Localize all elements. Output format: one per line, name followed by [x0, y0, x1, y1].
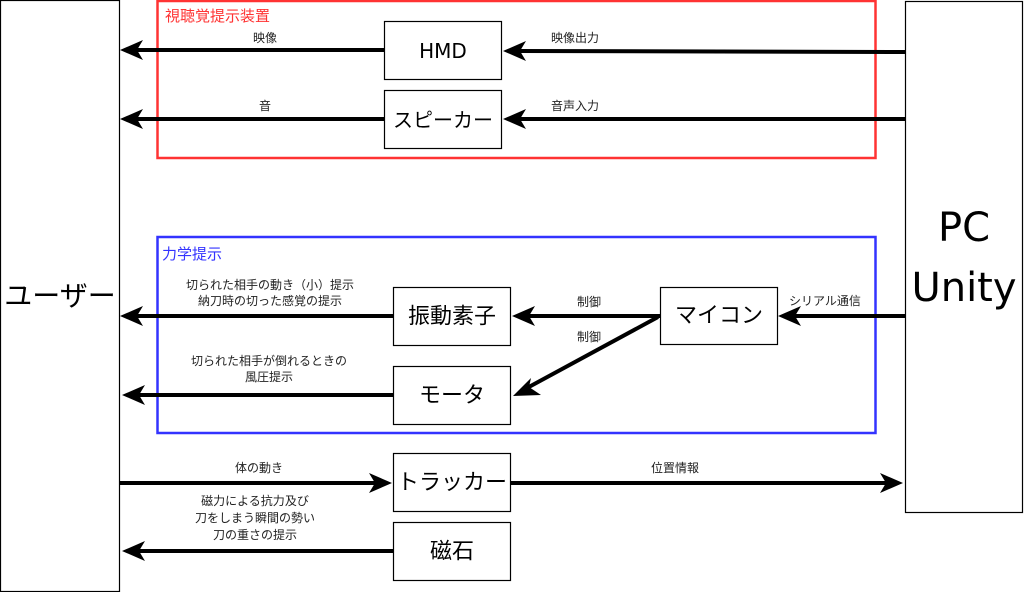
label-pc-to-mcu: シリアル通信 [789, 294, 861, 308]
arrowhead [503, 109, 526, 129]
node-vibration-element[interactable]: 振動素子 [392, 286, 512, 347]
node-tracker-label: トラッカー [397, 471, 507, 496]
label-hmd-to-user: 映像 [253, 31, 277, 45]
node-unity-label: Unity [911, 265, 1016, 311]
node-speaker[interactable]: スピーカー [383, 89, 503, 150]
label-vibration-to-user-line2: 納刀時の切った感覚の提示 [198, 293, 342, 308]
label-magnet-to-user-line1: 磁力による抗力及び [201, 493, 309, 508]
node-tracker[interactable]: トラッカー [392, 452, 512, 513]
node-user[interactable]: ユーザー [0, 0, 121, 592]
arrowhead [513, 378, 541, 396]
label-pc-to-speaker: 音声入力 [551, 98, 599, 113]
edge-pc-to-hmd [517, 49, 906, 54]
label-pc-to-hmd: 映像出力 [551, 31, 599, 45]
node-vibration-label: 振動素子 [408, 305, 496, 330]
arrowhead [880, 473, 903, 493]
arrowhead [120, 109, 143, 129]
label-magnet-to-user-line2: 刀をしまう瞬間の勢い [195, 510, 315, 525]
label-user-to-tracker: 体の動き [235, 461, 283, 475]
arrowhead [120, 306, 143, 326]
node-user-label: ユーザー [4, 280, 115, 313]
arrowhead [369, 473, 392, 493]
arrowhead [512, 306, 535, 326]
arrowhead [503, 41, 526, 61]
arrowhead [122, 385, 145, 405]
label-speaker-to-user: 音 [259, 98, 271, 113]
label-mcu-to-motor: 制御 [577, 329, 601, 344]
arrowhead [120, 40, 143, 60]
arrowhead [122, 541, 145, 561]
haptic-presentation-group [156, 235, 877, 435]
node-microcontroller[interactable]: マイコン [659, 286, 779, 346]
av-presentation-group-title: 視聴覚提示装置 [165, 7, 270, 25]
edge-mcu-to-motor [526, 315, 659, 390]
node-pc-label: PC [938, 205, 990, 251]
node-mcu-label: マイコン [675, 304, 763, 329]
node-magnet[interactable]: 磁石 [392, 521, 512, 582]
node-motor-label: モータ [419, 384, 485, 409]
label-motor-to-user-line2: 風圧提示 [245, 369, 293, 384]
av-presentation-group [156, 0, 877, 160]
label-magnet-to-user-line3: 刀の重さの提示 [213, 527, 297, 542]
label-mcu-to-vibration: 制御 [577, 294, 601, 309]
node-hmd-label: HMD [419, 39, 467, 63]
label-tracker-to-pc: 位置情報 [651, 460, 699, 475]
edges [119, 40, 906, 561]
node-motor[interactable]: モータ [392, 365, 512, 426]
node-hmd[interactable]: HMD [383, 20, 503, 81]
label-vibration-to-user-line1: 切られた相手の動き（小）提示 [186, 277, 354, 292]
node-pc-unity[interactable]: PC Unity [904, 0, 1024, 514]
haptic-presentation-group-title: 力学提示 [162, 245, 222, 263]
node-magnet-label: 磁石 [430, 540, 474, 565]
label-motor-to-user-line1: 切られた相手が倒れるときの [191, 353, 347, 368]
node-speaker-label: スピーカー [393, 108, 493, 132]
arrowhead [778, 306, 801, 326]
